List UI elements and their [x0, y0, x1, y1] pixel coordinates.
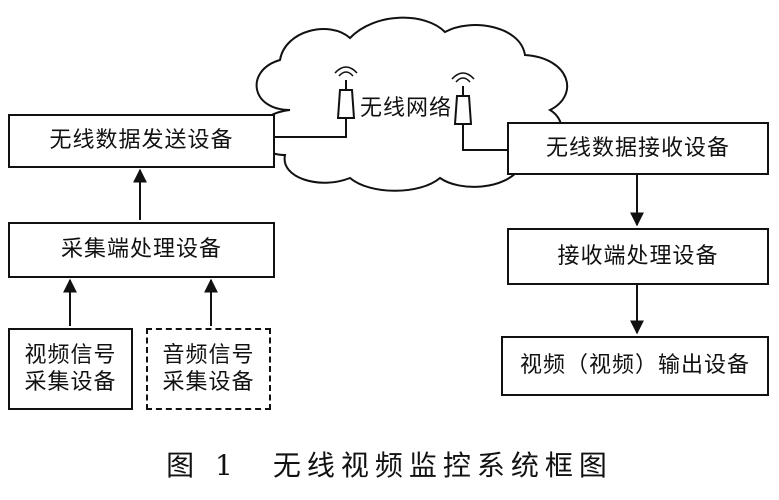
wireless-network-cloud — [255, 16, 569, 192]
audio-source-label-2: 采集设备 — [162, 370, 255, 395]
link-antenna-receiver — [462, 124, 507, 151]
rx-processor-label: 接收端处理设备 — [557, 243, 719, 269]
figure-caption: 图 1 无线视频监控系统框图 — [166, 449, 613, 482]
rx-processor-box: 接收端处理设备 — [507, 228, 769, 285]
video-source-label-2: 采集设备 — [24, 370, 117, 395]
output-label: 视频（视频）输出设备 — [519, 353, 750, 379]
antenna-right-icon — [451, 72, 475, 125]
receiver-box: 无线数据接收设备 — [507, 122, 769, 175]
receiver-label: 无线数据接收设备 — [545, 135, 730, 161]
audio-source-box: 音频信号 采集设备 — [146, 328, 271, 410]
video-source-box: 视频信号 采集设备 — [8, 328, 133, 410]
wireless-network-label: 无线网络 — [360, 96, 453, 121]
video-source-label-1: 视频信号 — [24, 342, 117, 368]
link-sender-antenna — [275, 118, 347, 138]
collector-box: 采集端处理设备 — [8, 222, 275, 278]
output-box: 视频（视频）输出设备 — [501, 336, 769, 396]
audio-source-label-1: 音频信号 — [162, 342, 255, 368]
antenna-left-icon — [334, 66, 358, 119]
sender-box: 无线数据发送设备 — [8, 114, 275, 168]
collector-label: 采集端处理设备 — [60, 237, 222, 263]
sender-label: 无线数据发送设备 — [49, 128, 234, 154]
